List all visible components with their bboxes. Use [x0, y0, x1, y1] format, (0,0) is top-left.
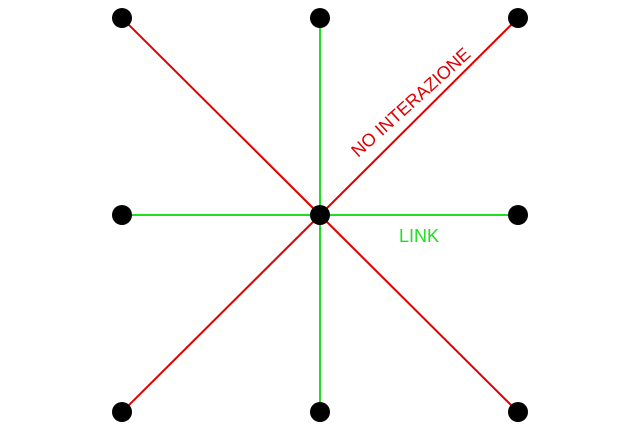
node-top-left — [112, 8, 132, 28]
node-bottom-right — [508, 402, 528, 422]
node-top-right — [508, 8, 528, 28]
node-middle-left — [112, 205, 132, 225]
node-middle-right — [508, 205, 528, 225]
node-top-center — [310, 8, 330, 28]
no-interaction-edge-bottom-left — [121, 214, 321, 413]
node-center — [310, 205, 330, 225]
no-interaction-edge-top-right — [319, 17, 519, 216]
edges-layer — [121, 17, 519, 413]
no-interaction-edge-bottom-right — [319, 214, 519, 413]
node-bottom-left — [112, 402, 132, 422]
no-interaction-label: NO INTERAZIONE — [347, 44, 474, 161]
node-bottom-center — [310, 402, 330, 422]
no-interaction-edge-top-left — [121, 17, 321, 216]
nodes-layer — [112, 8, 528, 422]
link-label: LINK — [399, 226, 439, 246]
